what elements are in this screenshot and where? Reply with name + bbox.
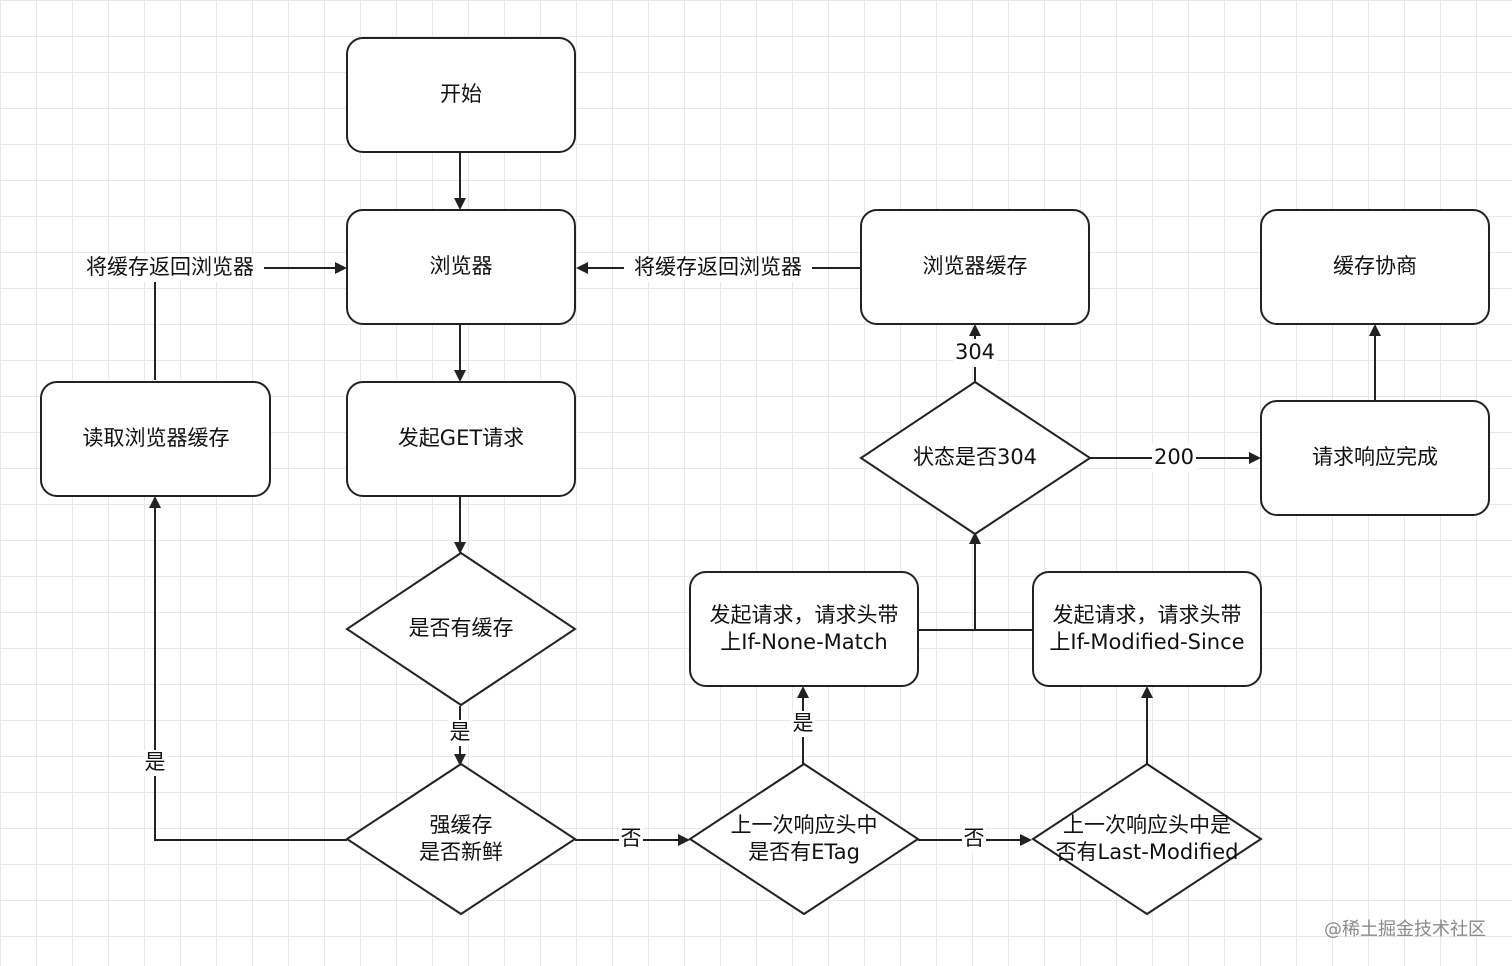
yes-etag-label: 是	[793, 711, 814, 735]
node-cache-negotiation: 缓存协商	[1260, 209, 1490, 325]
req-if-none-match-line2: 上If-None-Match	[720, 630, 887, 654]
strong-cache-line2: 是否新鲜	[419, 840, 503, 864]
has-last-modified-line2: 否有Last-Modified	[1056, 840, 1239, 864]
node-start: 开始	[346, 37, 576, 153]
node-strong-cache: 强缓存 是否新鲜	[345, 762, 577, 916]
cache-negotiation-label: 缓存协商	[1333, 254, 1417, 278]
has-last-modified-line1: 上一次响应头中是	[1063, 813, 1231, 837]
read-cache-label: 读取浏览器缓存	[83, 426, 230, 450]
yes-has-cache-label: 是	[450, 720, 471, 744]
node-req-if-modified-since: 发起请求，请求头带 上If-Modified-Since	[1032, 571, 1262, 687]
code-200-label: 200	[1154, 445, 1194, 469]
node-browser-cache: 浏览器缓存	[860, 209, 1090, 325]
code-304-label: 304	[955, 340, 995, 364]
req-if-modified-since-line1: 发起请求，请求头带	[1053, 603, 1242, 627]
req-if-none-match-line1: 发起请求，请求头带	[710, 603, 899, 627]
node-has-etag: 上一次响应头中 是否有ETag	[688, 762, 920, 916]
request-complete-label: 请求响应完成	[1312, 445, 1438, 469]
status-304-label: 状态是否304	[913, 445, 1037, 469]
browser-cache-label: 浏览器缓存	[923, 254, 1028, 278]
node-browser: 浏览器	[346, 209, 576, 325]
return-cache-label-left: 将缓存返回浏览器	[86, 255, 254, 279]
node-read-cache: 读取浏览器缓存	[40, 381, 271, 497]
has-etag-line2: 是否有ETag	[748, 840, 860, 864]
node-req-if-none-match: 发起请求，请求头带 上If-None-Match	[689, 571, 919, 687]
node-has-last-modified: 上一次响应头中是 否有Last-Modified	[1031, 762, 1263, 916]
start-label: 开始	[440, 82, 482, 106]
browser-label: 浏览器	[430, 254, 493, 278]
no-etag-label: 否	[964, 826, 985, 850]
node-get-request: 发起GET请求	[346, 381, 576, 497]
has-etag-line1: 上一次响应头中	[731, 813, 878, 837]
edge-read-cache-to-browser	[154, 262, 347, 380]
watermark: @稀土掘金技术社区	[1324, 919, 1486, 940]
no-fresh-label: 否	[621, 826, 642, 850]
return-cache-label-right: 将缓存返回浏览器	[634, 255, 802, 279]
has-cache-label: 是否有缓存	[409, 616, 514, 640]
req-if-modified-since-line2: 上If-Modified-Since	[1049, 630, 1244, 654]
strong-cache-line1: 强缓存	[430, 813, 493, 837]
edge-strong-to-read-cache	[149, 496, 347, 841]
get-request-label: 发起GET请求	[398, 426, 524, 450]
yes-fresh-label: 是	[145, 750, 166, 774]
node-request-complete: 请求响应完成	[1260, 400, 1490, 516]
node-has-cache: 是否有缓存	[345, 551, 577, 707]
node-status-304: 状态是否304	[859, 380, 1092, 536]
edge-labels: 将缓存返回浏览器 将缓存返回浏览器 是 是 否 否 是 304 200	[76, 254, 1196, 852]
